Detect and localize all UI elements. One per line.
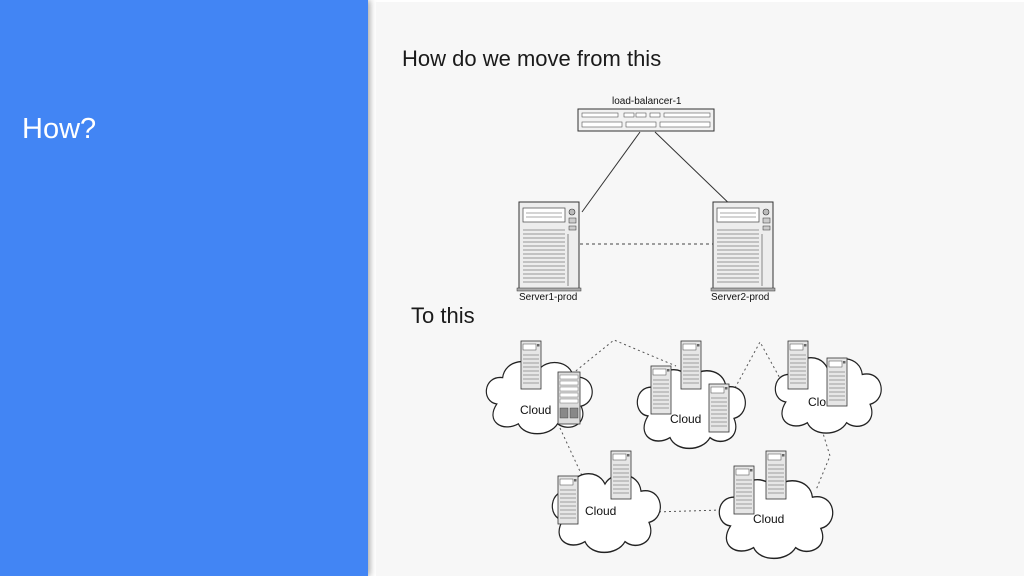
caption-to: To this bbox=[411, 303, 475, 328]
cloud-2-label: Cloud bbox=[670, 412, 701, 426]
load-balancer-icon bbox=[577, 108, 715, 132]
cloud-4-label: Cloud bbox=[585, 504, 616, 518]
server-icon bbox=[557, 475, 579, 525]
top-diagram: load-balancer-1 Server1-prod Server2-pro… bbox=[516, 96, 776, 303]
slide-title: How? bbox=[22, 113, 97, 145]
title-panel bbox=[0, 0, 368, 576]
server-icon bbox=[610, 450, 632, 500]
server-icon bbox=[733, 465, 755, 515]
content-area bbox=[376, 2, 1024, 576]
server-icon bbox=[826, 357, 848, 407]
server2-label: Server2-prod bbox=[711, 292, 769, 303]
bottom-diagram: Cloud Cloud Clo Cloud Cloud bbox=[485, 339, 882, 560]
server-icon bbox=[680, 340, 702, 390]
cloud-1-label: Cloud bbox=[520, 403, 551, 417]
cloud-5-label: Cloud bbox=[753, 512, 784, 526]
server-icon bbox=[787, 340, 809, 390]
server-icon bbox=[520, 340, 542, 390]
server1-label: Server1-prod bbox=[519, 292, 577, 303]
server-icon bbox=[708, 383, 730, 433]
connection-line bbox=[581, 131, 641, 213]
cloud-links bbox=[559, 339, 831, 513]
server-icon bbox=[765, 450, 787, 500]
load-balancer-label: load-balancer-1 bbox=[612, 96, 682, 107]
rack-server-icon bbox=[557, 371, 581, 425]
server1-icon bbox=[516, 201, 582, 292]
server2-icon bbox=[710, 201, 776, 292]
cloud-3-label: Clo bbox=[808, 395, 826, 409]
server-icon bbox=[650, 365, 672, 415]
caption-from: How do we move from this bbox=[402, 46, 662, 71]
connection-line bbox=[654, 131, 739, 213]
